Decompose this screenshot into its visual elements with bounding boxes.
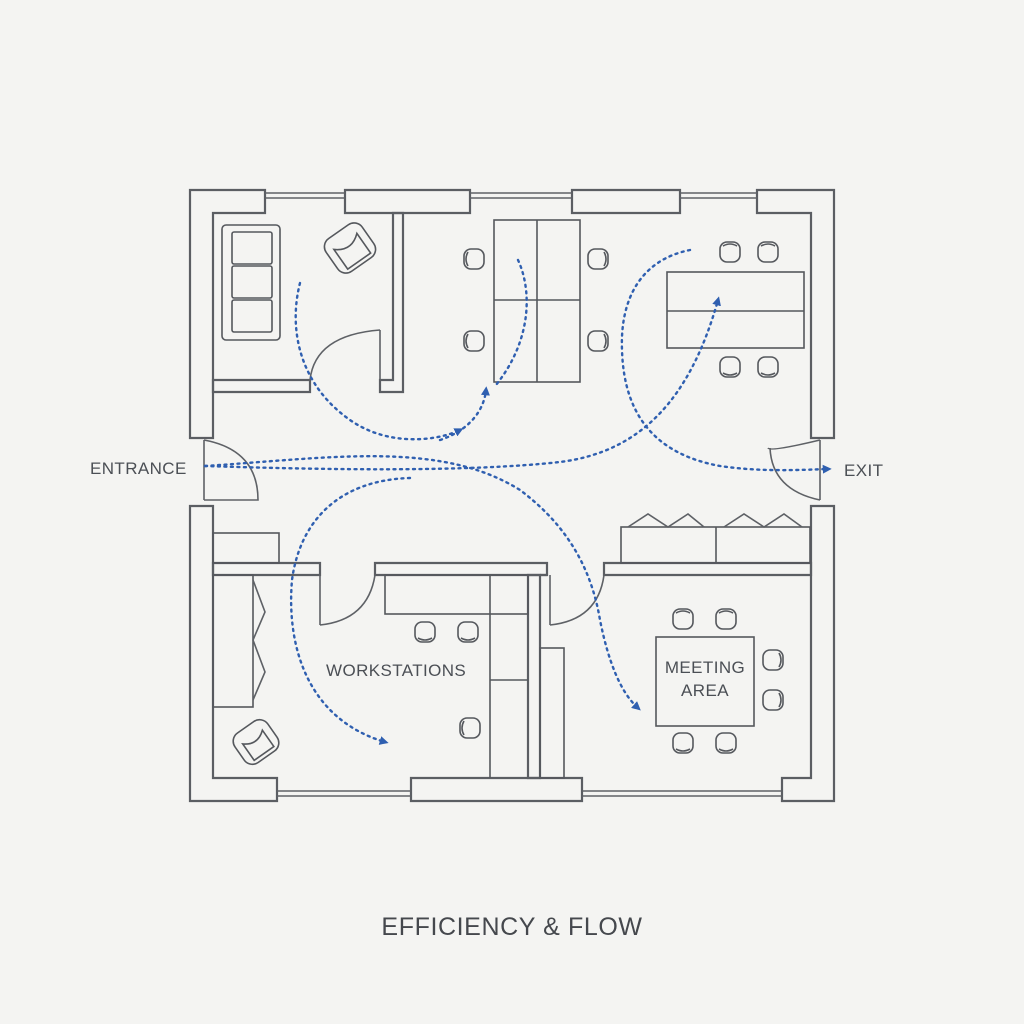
workstation-desks	[384, 574, 529, 778]
wall-bottom-left	[188, 504, 279, 803]
wall-bottom-mid	[409, 776, 584, 803]
flow-path-to-lounge	[294, 281, 464, 441]
chair-icon	[587, 330, 609, 352]
doors	[203, 329, 821, 626]
workstation-wall-right	[526, 573, 542, 780]
flow-path-to-workstations	[290, 476, 412, 745]
workstation-door	[319, 574, 376, 626]
lounge-wall-bottom	[211, 378, 312, 394]
outer-walls	[188, 188, 836, 803]
chair-icon	[757, 356, 779, 378]
chair-icon	[719, 356, 741, 378]
exit-door	[767, 439, 821, 501]
lower-left-storage	[212, 532, 280, 708]
armchair-icon	[232, 718, 280, 766]
chair-icon	[459, 717, 481, 739]
window-top	[265, 192, 757, 199]
entrance-label: ENTRANCE	[90, 459, 187, 478]
chair-icon	[757, 241, 779, 263]
flow-path-entrance-to-exit	[203, 454, 641, 711]
meeting-label-line1: MEETING	[665, 658, 745, 677]
flow-path-to-desks	[438, 386, 490, 442]
flow-path-desk-loop	[494, 258, 528, 387]
exit-label: EXIT	[844, 461, 883, 480]
chair-icon	[672, 608, 694, 630]
chair-icon	[715, 608, 737, 630]
chair-icon	[762, 689, 784, 711]
chair-icon	[463, 248, 485, 270]
meeting-label-line2: AREA	[681, 681, 729, 700]
meeting-wall-top	[602, 561, 813, 577]
wall-top-right	[755, 188, 836, 440]
flow-path-to-upper-table	[620, 248, 832, 474]
window-bottom	[277, 790, 782, 797]
lower-left-wall-top	[211, 561, 322, 577]
desk-cluster	[463, 219, 609, 383]
entrance-door	[203, 439, 259, 501]
chair-icon	[719, 241, 741, 263]
chair-icon	[414, 621, 436, 643]
lounge-door	[309, 329, 381, 381]
side-cabinet	[539, 647, 565, 779]
chair-icon	[587, 248, 609, 270]
meeting-table	[655, 608, 784, 754]
credenza	[620, 513, 811, 564]
diagram-title: EFFICIENCY & FLOW	[381, 913, 642, 941]
flow-paths	[203, 248, 832, 745]
wall-top-left	[188, 188, 267, 440]
flow-path-entrance-to-table	[203, 296, 721, 471]
lounge-wall-right	[378, 211, 405, 394]
wall-bottom-right	[780, 504, 836, 803]
armchair-icon	[323, 222, 377, 274]
chair-icon	[457, 621, 479, 643]
chair-icon	[672, 732, 694, 754]
wall-top-mid	[343, 188, 472, 215]
workstations-label: WORKSTATIONS	[326, 661, 466, 680]
chair-icon	[715, 732, 737, 754]
meeting-door	[549, 574, 605, 626]
chair-icon	[463, 330, 485, 352]
sofa-icon	[221, 224, 281, 341]
workstation-wall-top	[373, 561, 549, 577]
upper-table	[666, 241, 805, 378]
chair-icon	[762, 649, 784, 671]
wall-top-mid2	[570, 188, 682, 215]
